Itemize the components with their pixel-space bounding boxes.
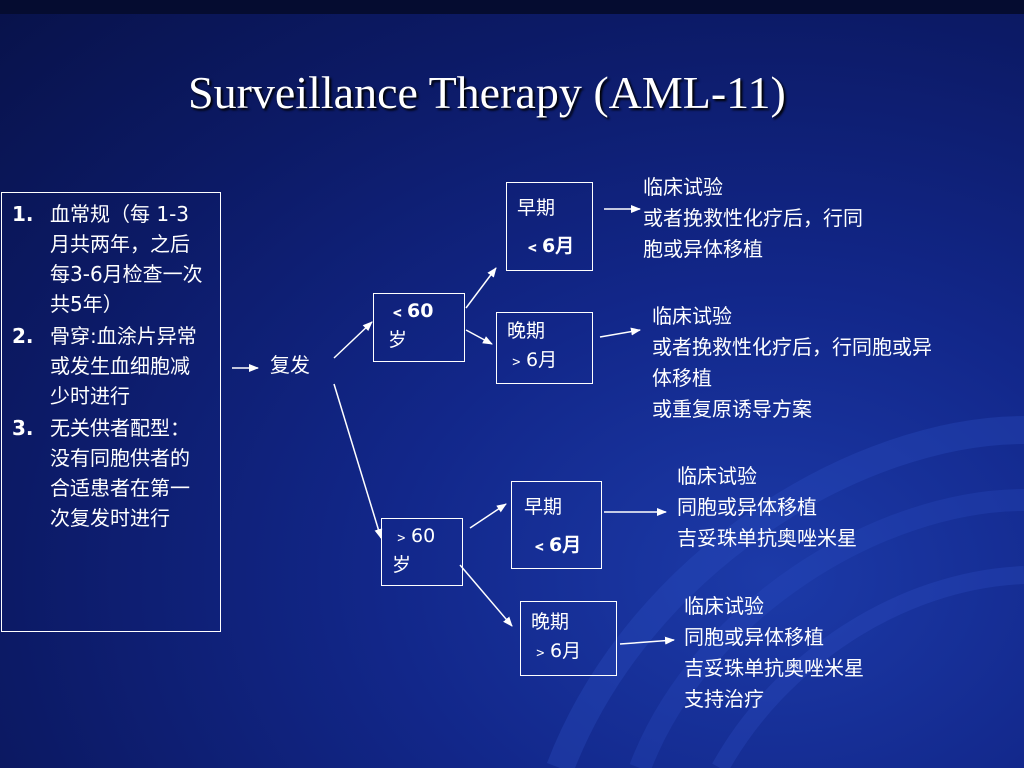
top-band <box>0 0 1024 14</box>
condition-text: 血常规（每 1-3 月共两年，之后每3-6月检查一次共5年） <box>50 202 203 316</box>
arrow-under60-to-late <box>465 329 493 345</box>
relapse-label: 复发 <box>270 353 310 377</box>
under60-early-stage: 早期 <box>517 197 556 219</box>
outcome-line: 或重复原诱导方案 <box>652 397 812 421</box>
monitoring-conditions-box: 1. 血常规（每 1-3 月共两年，之后每3-6月检查一次共5年） 2. 骨穿:… <box>1 192 221 632</box>
under60-late-stage: 晚期 <box>507 320 546 342</box>
under60-early-box: 早期 ﹤6月 <box>506 182 593 271</box>
under60-late-duration: ﹥6月 <box>507 349 558 371</box>
age-under-60-line2: 岁 <box>388 329 408 351</box>
under60-late-outcome: 临床试验 或者挽救性化疗后，行同胞或异 体移植 或重复原诱导方案 <box>652 301 932 425</box>
condition-text: 无关供者配型：没有同胞供者的合适患者在第一次复发时进行 <box>50 416 190 530</box>
over60-early-duration: ﹤6月 <box>530 534 582 556</box>
over60-late-stage: 晚期 <box>531 611 570 633</box>
age-over-60-box: ﹥60 岁 <box>381 518 463 586</box>
outcome-line: 或者挽救性化疗后，行同 <box>643 206 863 230</box>
outcome-line: 支持治疗 <box>684 687 764 711</box>
outcome-line: 胞或异体移植 <box>643 237 763 261</box>
age-over-60-line2: 岁 <box>392 554 412 576</box>
over60-early-stage: 早期 <box>524 496 563 518</box>
age-under-60-line1: ﹤60 <box>388 300 434 322</box>
outcome-line: 临床试验 <box>677 464 757 488</box>
outcome-line: 体移植 <box>652 366 712 390</box>
arrow-relapse-to-over60 <box>333 383 383 539</box>
over60-late-outcome: 临床试验 同胞或异体移植 吉妥珠单抗奥唑米星 支持治疗 <box>684 591 864 715</box>
outcome-line: 或者挽救性化疗后，行同胞或异 <box>652 335 932 359</box>
arrow-over60-to-early <box>469 503 507 529</box>
age-over-60-line1: ﹥60 <box>392 525 436 547</box>
outcome-line: 临床试验 <box>652 304 732 328</box>
outcome-line: 临床试验 <box>643 175 723 199</box>
condition-item: 3. 无关供者配型：没有同胞供者的合适患者在第一次复发时进行 <box>2 413 220 533</box>
arrow-under60-late-outcome <box>599 327 641 338</box>
condition-item: 1. 血常规（每 1-3 月共两年，之后每3-6月检查一次共5年） <box>2 199 220 319</box>
outcome-line: 吉妥珠单抗奥唑米星 <box>677 526 857 550</box>
slide-title: Surveillance Therapy (AML-11) <box>188 67 786 118</box>
over60-late-duration: ﹥6月 <box>531 640 582 662</box>
over60-early-outcome: 临床试验 同胞或异体移植 吉妥珠单抗奥唑米星 <box>677 461 857 554</box>
condition-number: 3. <box>12 416 34 440</box>
outcome-line: 同胞或异体移植 <box>684 625 824 649</box>
arrow-under60-to-early <box>465 267 497 309</box>
arrow-relapse-to-under60 <box>333 321 373 359</box>
over60-early-box: 早期 ﹤6月 <box>511 481 602 569</box>
conditions-list: 1. 血常规（每 1-3 月共两年，之后每3-6月检查一次共5年） 2. 骨穿:… <box>2 199 220 533</box>
over60-late-box: 晚期 ﹥6月 <box>520 601 617 676</box>
age-under-60-box: ﹤60 岁 <box>373 293 465 362</box>
arrow-over60-to-late <box>459 564 513 627</box>
outcome-line: 吉妥珠单抗奥唑米星 <box>684 656 864 680</box>
outcome-line: 同胞或异体移植 <box>677 495 817 519</box>
condition-number: 1. <box>12 202 34 226</box>
under60-late-box: 晚期 ﹥6月 <box>496 312 593 384</box>
under60-early-duration: ﹤6月 <box>523 235 575 257</box>
condition-number: 2. <box>12 324 34 348</box>
outcome-line: 临床试验 <box>684 594 764 618</box>
under60-early-outcome: 临床试验 或者挽救性化疗后，行同 胞或异体移植 <box>643 172 863 265</box>
condition-text: 骨穿:血涂片异常或发生血细胞减少时进行 <box>50 324 197 408</box>
condition-item: 2. 骨穿:血涂片异常或发生血细胞减少时进行 <box>2 321 220 411</box>
arrow-over60-late-outcome <box>619 636 675 645</box>
